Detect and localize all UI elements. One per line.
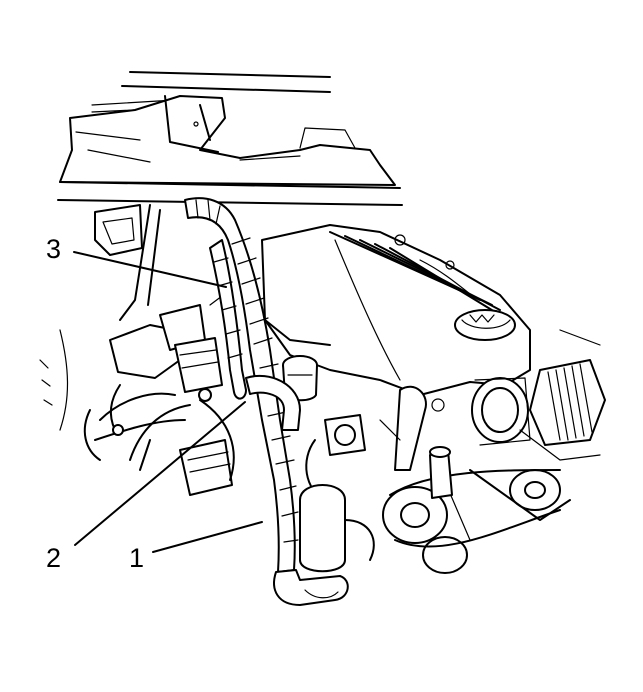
left-bracket bbox=[39, 204, 161, 461]
center-components bbox=[282, 355, 445, 573]
leader-line-3 bbox=[73, 251, 227, 288]
leader-lines bbox=[73, 251, 263, 553]
callout-3: 3 bbox=[46, 234, 62, 264]
hose-assembly bbox=[184, 197, 349, 606]
left-components bbox=[94, 289, 235, 496]
right-components bbox=[382, 329, 606, 574]
callout-2: 2 bbox=[46, 543, 62, 573]
leader-line-2 bbox=[74, 401, 246, 546]
callout-1: 1 bbox=[129, 543, 145, 573]
leader-line-1 bbox=[152, 521, 263, 553]
cowl-panel bbox=[57, 71, 403, 206]
